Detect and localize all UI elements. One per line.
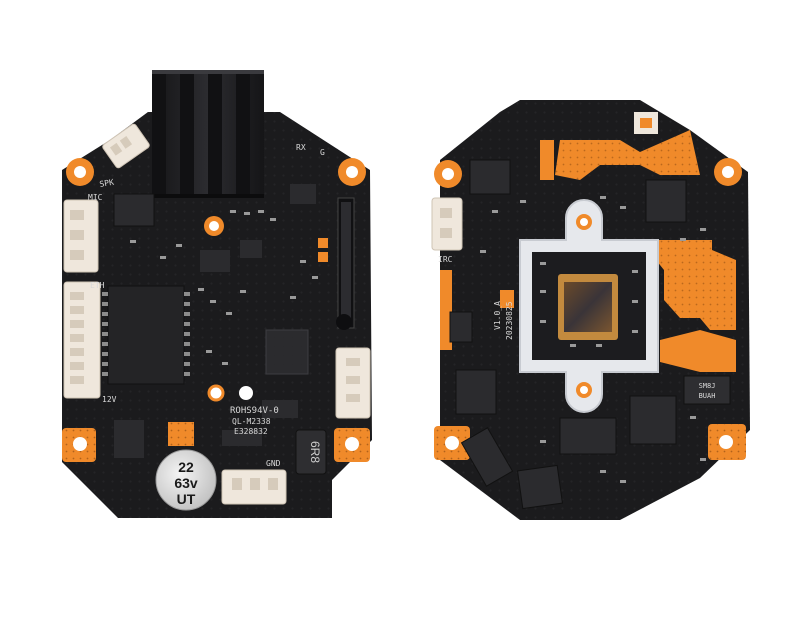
mount-hole-top-left: [66, 158, 94, 186]
power-connector: [221, 469, 287, 505]
right-mount-top-right: [714, 158, 742, 186]
left-board: SPK MIC ETH 12V: [62, 70, 372, 518]
electrolytic-capacitor: 22 63v UT: [155, 449, 217, 511]
left-passives: [130, 210, 318, 365]
soc-chip: [265, 329, 309, 375]
small-copper-pad: [634, 112, 658, 134]
sm8j-component: SM8J BUAH: [683, 375, 731, 405]
label-date: 20230825: [505, 301, 514, 340]
label-spk: SPK: [99, 178, 115, 189]
image-sensor: [558, 274, 618, 340]
right-ics: [449, 159, 687, 510]
spk-connector: [102, 123, 150, 169]
label-12v: 12V: [102, 395, 117, 404]
label-version: V1.0_A: [493, 301, 502, 330]
label-g: G: [320, 148, 325, 157]
capacitor-line3: UT: [177, 491, 196, 507]
label-gnd: GND: [266, 459, 281, 468]
right-passives: [480, 196, 706, 483]
capacitor-line2: 63v: [174, 475, 198, 491]
mount-hole-bottom-right: [334, 428, 370, 462]
right-side-connector: [335, 347, 371, 419]
heatsink: [152, 70, 264, 198]
right-mount-bottom-left: [434, 426, 470, 460]
label-inductor: 6R8: [308, 441, 322, 463]
eth-connector: [63, 281, 101, 399]
label-eth: ETH: [90, 281, 105, 290]
left-smd-components: [113, 184, 316, 458]
flex-connector: [336, 197, 355, 330]
irc-connector: [431, 197, 463, 251]
right-board: IRC V1.0_A 20230825 SM8J BUAH: [431, 100, 750, 520]
inductor: 6R8: [295, 429, 327, 475]
label-mic: MIC: [88, 193, 103, 202]
label-ul: QL-M2338: [232, 417, 271, 426]
mount-hole-bottom-left: [62, 428, 96, 462]
capacitor-line1: 22: [178, 459, 194, 475]
ethernet-chip: [102, 285, 190, 385]
label-rohs: ROHS94V-0: [230, 406, 279, 416]
label-rx: RX: [296, 143, 306, 152]
mic-connector: [63, 199, 99, 273]
label-irc: IRC: [438, 255, 453, 264]
mount-hole-top-right: [338, 158, 366, 186]
label-marking-1: SM8J: [699, 382, 716, 390]
right-mount-top-left: [434, 160, 462, 188]
label-marking-2: BUAH: [699, 392, 716, 400]
right-mount-bottom-right: [708, 424, 746, 460]
label-e-number: E328832: [234, 427, 268, 436]
sensor-passives: [540, 262, 638, 347]
